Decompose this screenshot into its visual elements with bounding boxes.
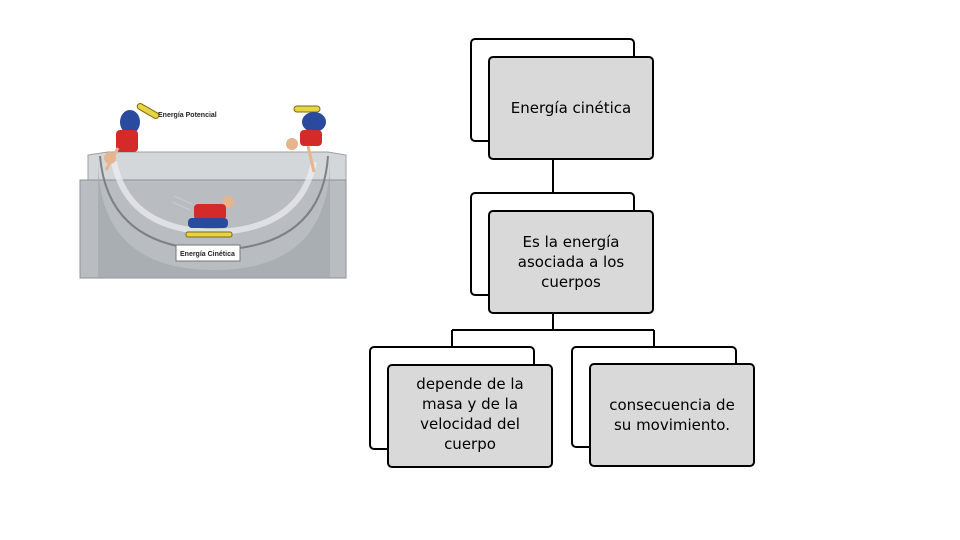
root-node-label: Energía cinética <box>511 98 631 118</box>
left-leaf-label: depende de la masa y de la velocidad del… <box>410 374 530 454</box>
right-leaf-label: consecuencia de su movimiento. <box>602 395 742 435</box>
halfpipe-illustration: Energía Potencial Energía Cinética <box>78 100 350 282</box>
left-leaf-node: depende de la masa y de la velocidad del… <box>387 364 553 468</box>
definition-node: Es la energía asociada a los cuerpos <box>488 210 654 314</box>
label-potential: Energía Potencial <box>158 112 217 119</box>
label-kinetic: Energía Cinética <box>180 251 235 258</box>
root-node: Energía cinética <box>488 56 654 160</box>
definition-node-label: Es la energía asociada a los cuerpos <box>496 232 646 292</box>
right-leaf-node: consecuencia de su movimiento. <box>589 363 755 467</box>
